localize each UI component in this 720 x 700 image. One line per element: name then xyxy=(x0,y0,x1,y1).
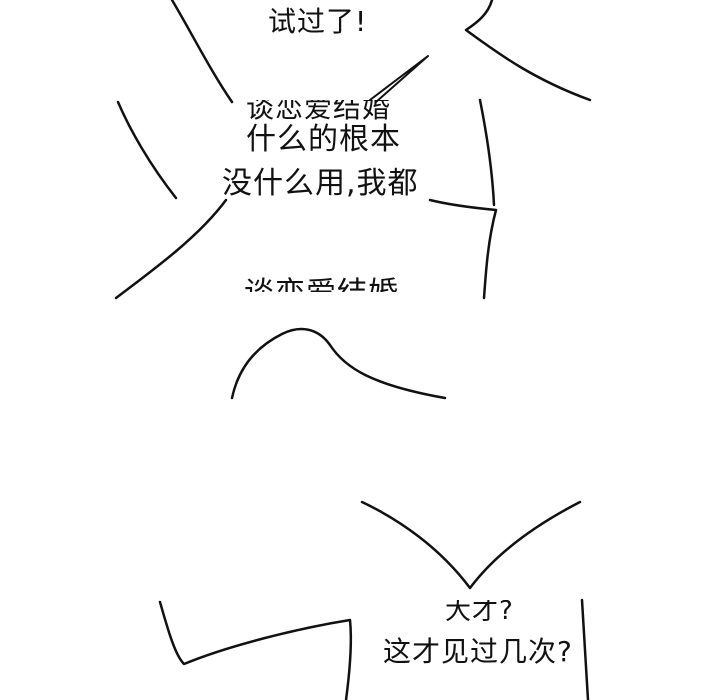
bubble-text-line-1-partial: 谈恋爱结婚 xyxy=(246,91,392,124)
panel-2-lines xyxy=(114,98,498,300)
bubble-text-romance-marriage: 谈恋爱结婚 xyxy=(244,276,399,311)
bubble-text-line-3: 没什么用,我都 xyxy=(222,166,419,201)
panel-1-lines xyxy=(170,0,592,104)
panel-3-lines xyxy=(230,327,447,400)
bubble-text-met-few-times: 这才见过几次? xyxy=(383,635,573,668)
bubble-text-partial-top: 大才? xyxy=(445,596,514,626)
bubble-text-tried: 试过了! xyxy=(268,5,368,38)
panel-4-lines xyxy=(158,500,590,700)
bubble-text-line-2: 什么的根本 xyxy=(246,122,401,157)
